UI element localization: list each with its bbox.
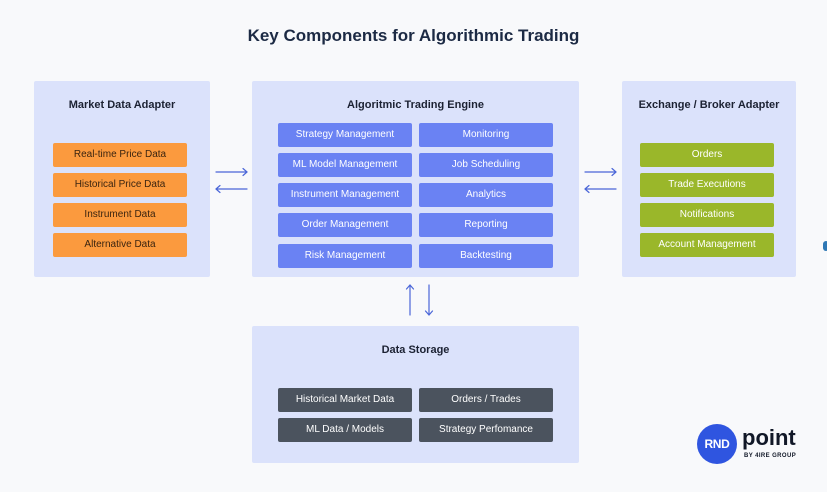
market-item-alternative-data: Alternative Data (53, 233, 187, 257)
market-item-historical-price: Historical Price Data (53, 173, 187, 197)
market-data-adapter-panel: Market Data Adapter Real-time Price Data… (34, 81, 210, 277)
engine-item-strategy-management: Strategy Management (278, 123, 412, 147)
engine-item-order-management: Order Management (278, 213, 412, 237)
engine-item-reporting: Reporting (419, 213, 553, 237)
rndpoint-logo: RND point BY 4IRE GROUP (697, 424, 807, 466)
arrow-engine-to-market (215, 184, 248, 194)
engine-item-analytics: Analytics (419, 183, 553, 207)
arrow-storage-to-engine (405, 284, 415, 316)
exchange-item-orders: Orders (640, 143, 774, 167)
logo-badge: RND (697, 424, 737, 464)
arrow-engine-to-exchange (584, 167, 617, 177)
market-data-adapter-title: Market Data Adapter (68, 99, 176, 111)
storage-item-orders-trades: Orders / Trades (419, 388, 553, 412)
logo-subtitle: BY 4IRE GROUP (744, 453, 797, 459)
data-storage-panel: Data Storage Historical Market Data Orde… (252, 326, 579, 463)
market-item-realtime-price: Real-time Price Data (53, 143, 187, 167)
edge-decoration (823, 241, 827, 251)
engine-item-instrument-management: Instrument Management (278, 183, 412, 207)
diagram-title: Key Components for Algorithmic Trading (247, 26, 580, 45)
engine-item-risk-management: Risk Management (278, 244, 412, 268)
data-storage-title: Data Storage (381, 344, 450, 356)
exchange-broker-adapter-title: Exchange / Broker Adapter (638, 99, 780, 111)
arrow-market-to-engine (215, 167, 248, 177)
arrow-engine-to-storage (424, 284, 434, 316)
exchange-item-notifications: Notifications (640, 203, 774, 227)
arrow-exchange-to-engine (584, 184, 617, 194)
market-item-instrument-data: Instrument Data (53, 203, 187, 227)
engine-item-job-scheduling: Job Scheduling (419, 153, 553, 177)
engine-item-backtesting: Backtesting (419, 244, 553, 268)
engine-item-ml-model-management: ML Model Management (278, 153, 412, 177)
trading-engine-title: Algoritmic Trading Engine (347, 99, 484, 111)
storage-item-ml-data-models: ML Data / Models (278, 418, 412, 442)
exchange-broker-adapter-panel: Exchange / Broker Adapter Orders Trade E… (622, 81, 796, 277)
logo-wordmark: point (742, 425, 796, 450)
storage-item-historical-market-data: Historical Market Data (278, 388, 412, 412)
exchange-item-account-management: Account Management (640, 233, 774, 257)
trading-engine-panel: Algoritmic Trading Engine Strategy Manag… (252, 81, 579, 277)
engine-item-monitoring: Monitoring (419, 123, 553, 147)
storage-item-strategy-performance: Strategy Perfomance (419, 418, 553, 442)
exchange-item-trade-executions: Trade Executions (640, 173, 774, 197)
